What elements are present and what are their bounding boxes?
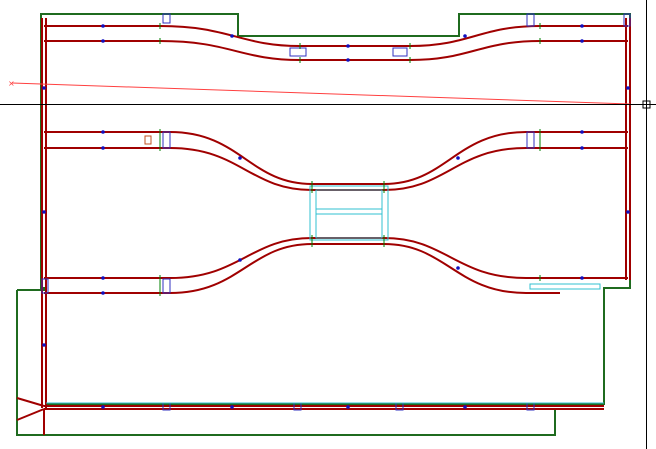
track-node bbox=[626, 210, 630, 214]
object-box[interactable] bbox=[144, 135, 152, 145]
object-box[interactable] bbox=[623, 13, 631, 27]
object-box[interactable] bbox=[392, 47, 408, 57]
platform-strip[interactable] bbox=[529, 283, 601, 290]
track-group[interactable] bbox=[16, 18, 631, 435]
track-node bbox=[580, 39, 584, 43]
track-bottom-crossover[interactable] bbox=[16, 397, 45, 421]
object-box[interactable] bbox=[162, 13, 171, 24]
crosshair-box-icon bbox=[642, 100, 651, 109]
station-bridge[interactable] bbox=[309, 185, 389, 241]
track-node bbox=[42, 343, 46, 347]
track-node bbox=[580, 276, 584, 280]
track-node bbox=[626, 86, 630, 90]
joint-markers bbox=[159, 23, 541, 296]
track-node bbox=[42, 210, 46, 214]
track-node bbox=[42, 86, 46, 90]
object-box[interactable] bbox=[162, 278, 171, 294]
track-node bbox=[456, 156, 460, 160]
object-boxes[interactable] bbox=[41, 13, 631, 411]
track-node bbox=[101, 291, 105, 295]
track-node bbox=[238, 258, 242, 262]
track-node bbox=[101, 39, 105, 43]
track-node bbox=[101, 24, 105, 28]
track-node bbox=[346, 44, 350, 48]
track-node bbox=[346, 405, 350, 409]
track-node bbox=[580, 24, 584, 28]
track-node bbox=[580, 130, 584, 134]
track-node bbox=[230, 405, 234, 409]
object-box[interactable] bbox=[526, 13, 535, 27]
track-node bbox=[463, 34, 467, 38]
track-mid-upper-1[interactable] bbox=[44, 131, 628, 185]
measuring-line[interactable]: × bbox=[8, 79, 631, 105]
baseboard-outline[interactable] bbox=[16, 13, 631, 436]
track-node bbox=[101, 405, 105, 409]
track-node bbox=[456, 266, 460, 270]
track-node bbox=[346, 58, 350, 62]
track-node bbox=[101, 146, 105, 150]
track-nodes bbox=[42, 24, 630, 409]
object-box[interactable] bbox=[289, 47, 307, 57]
lower-baseboard[interactable] bbox=[16, 289, 556, 436]
track-node bbox=[238, 156, 242, 160]
measure-start-marker: × bbox=[8, 79, 15, 88]
track-mid-lower-2[interactable] bbox=[44, 243, 560, 294]
object-box[interactable] bbox=[162, 131, 171, 149]
track-node bbox=[580, 146, 584, 150]
track-node bbox=[101, 130, 105, 134]
object-box[interactable] bbox=[526, 131, 535, 149]
track-node bbox=[101, 276, 105, 280]
track-node bbox=[230, 34, 234, 38]
object-box[interactable] bbox=[41, 278, 49, 294]
track-node bbox=[463, 405, 467, 409]
